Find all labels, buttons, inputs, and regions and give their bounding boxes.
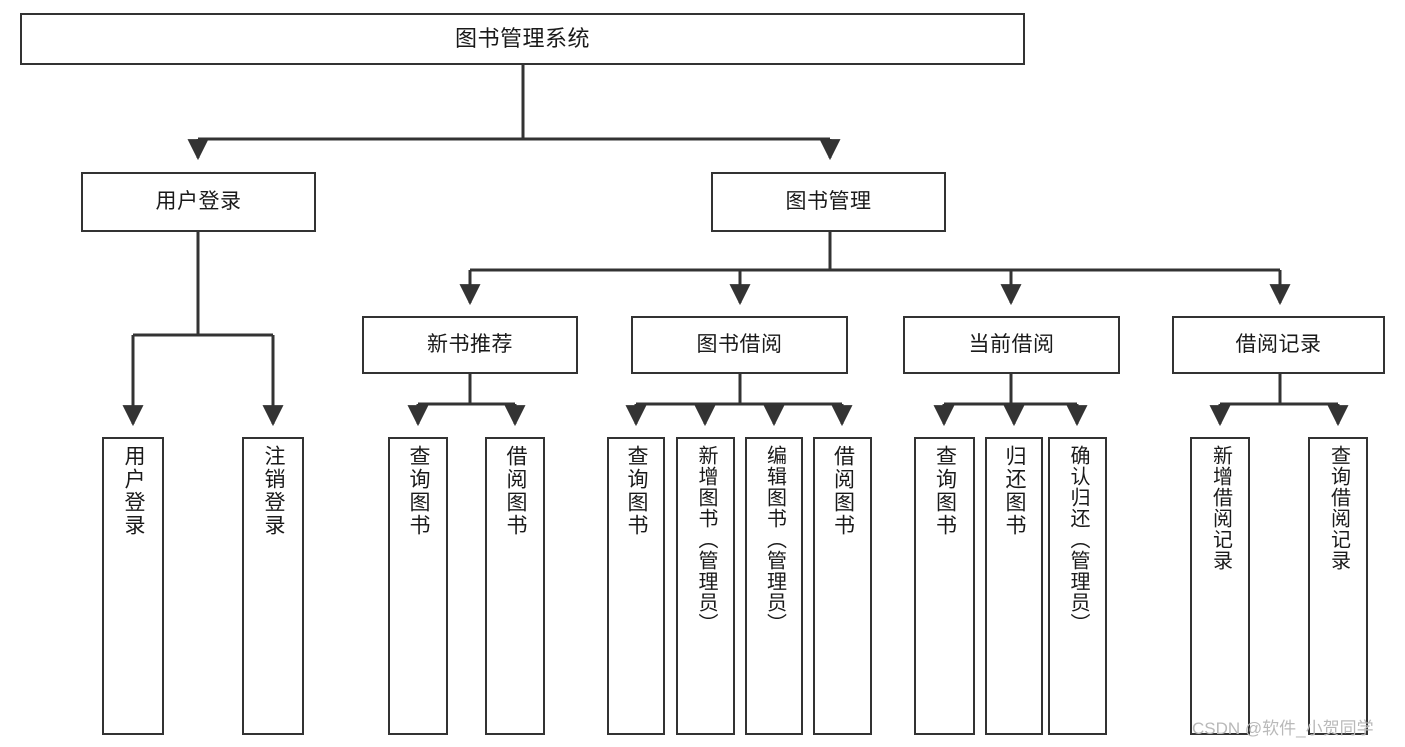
csdn-watermark: CSDN @软件_小贺同学: [1192, 719, 1374, 738]
leaf-query-book[interactable]: 查询图书: [607, 437, 665, 735]
leaf-borrow-book-label: 借阅图书: [831, 445, 855, 537]
node-current-borrow-label: 当前借阅: [968, 332, 1055, 356]
leaf-user-login-label: 用户登录: [122, 445, 146, 537]
leaf-logout-label: 注销登录: [262, 445, 286, 537]
leaf-query-book-current-label: 查询图书: [933, 445, 957, 537]
leaf-query-book-label: 查询图书: [625, 445, 649, 537]
node-user-login-label: 用户登录: [155, 189, 242, 213]
leaf-query-borrow-record-label: 查询借阅记录: [1327, 445, 1350, 571]
leaf-add-book-admin[interactable]: 新增图书（管理员）: [676, 437, 735, 735]
node-book-management[interactable]: 图书管理: [711, 172, 946, 232]
node-new-book-recommend-label: 新书推荐: [427, 332, 513, 356]
node-current-borrow[interactable]: 当前借阅: [903, 316, 1120, 374]
node-book-borrow-label: 图书借阅: [696, 332, 783, 356]
node-book-borrow[interactable]: 图书借阅: [631, 316, 848, 374]
leaf-return-book-label: 归还图书: [1003, 445, 1027, 537]
leaf-confirm-return-admin-label: 确认归还（管理员）: [1067, 445, 1089, 634]
node-new-book-recommend[interactable]: 新书推荐: [362, 316, 578, 374]
leaf-query-book-current[interactable]: 查询图书: [914, 437, 975, 735]
node-user-login[interactable]: 用户登录: [81, 172, 316, 232]
leaf-edit-book-admin-label: 编辑图书（管理员）: [763, 445, 786, 634]
leaf-add-book-admin-label: 新增图书（管理员）: [695, 445, 717, 634]
leaf-logout[interactable]: 注销登录: [242, 437, 304, 735]
leaf-query-book-recommend-label: 查询图书: [407, 445, 431, 537]
leaf-query-borrow-record[interactable]: 查询借阅记录: [1308, 437, 1368, 735]
node-root[interactable]: 图书管理系统: [20, 13, 1025, 65]
leaf-borrow-book[interactable]: 借阅图书: [813, 437, 872, 735]
leaf-return-book[interactable]: 归还图书: [985, 437, 1043, 735]
leaf-borrow-book-recommend-label: 借阅图书: [504, 445, 528, 537]
leaf-user-login[interactable]: 用户登录: [102, 437, 164, 735]
node-borrow-record[interactable]: 借阅记录: [1172, 316, 1385, 374]
leaf-add-borrow-record[interactable]: 新增借阅记录: [1190, 437, 1250, 735]
node-root-label: 图书管理系统: [454, 26, 590, 52]
node-borrow-record-label: 借阅记录: [1235, 332, 1322, 356]
node-book-management-label: 图书管理: [785, 189, 872, 213]
leaf-add-borrow-record-label: 新增借阅记录: [1209, 445, 1232, 571]
leaf-query-book-recommend[interactable]: 查询图书: [388, 437, 448, 735]
leaf-edit-book-admin[interactable]: 编辑图书（管理员）: [745, 437, 803, 735]
leaf-borrow-book-recommend[interactable]: 借阅图书: [485, 437, 545, 735]
leaf-confirm-return-admin[interactable]: 确认归还（管理员）: [1048, 437, 1107, 735]
